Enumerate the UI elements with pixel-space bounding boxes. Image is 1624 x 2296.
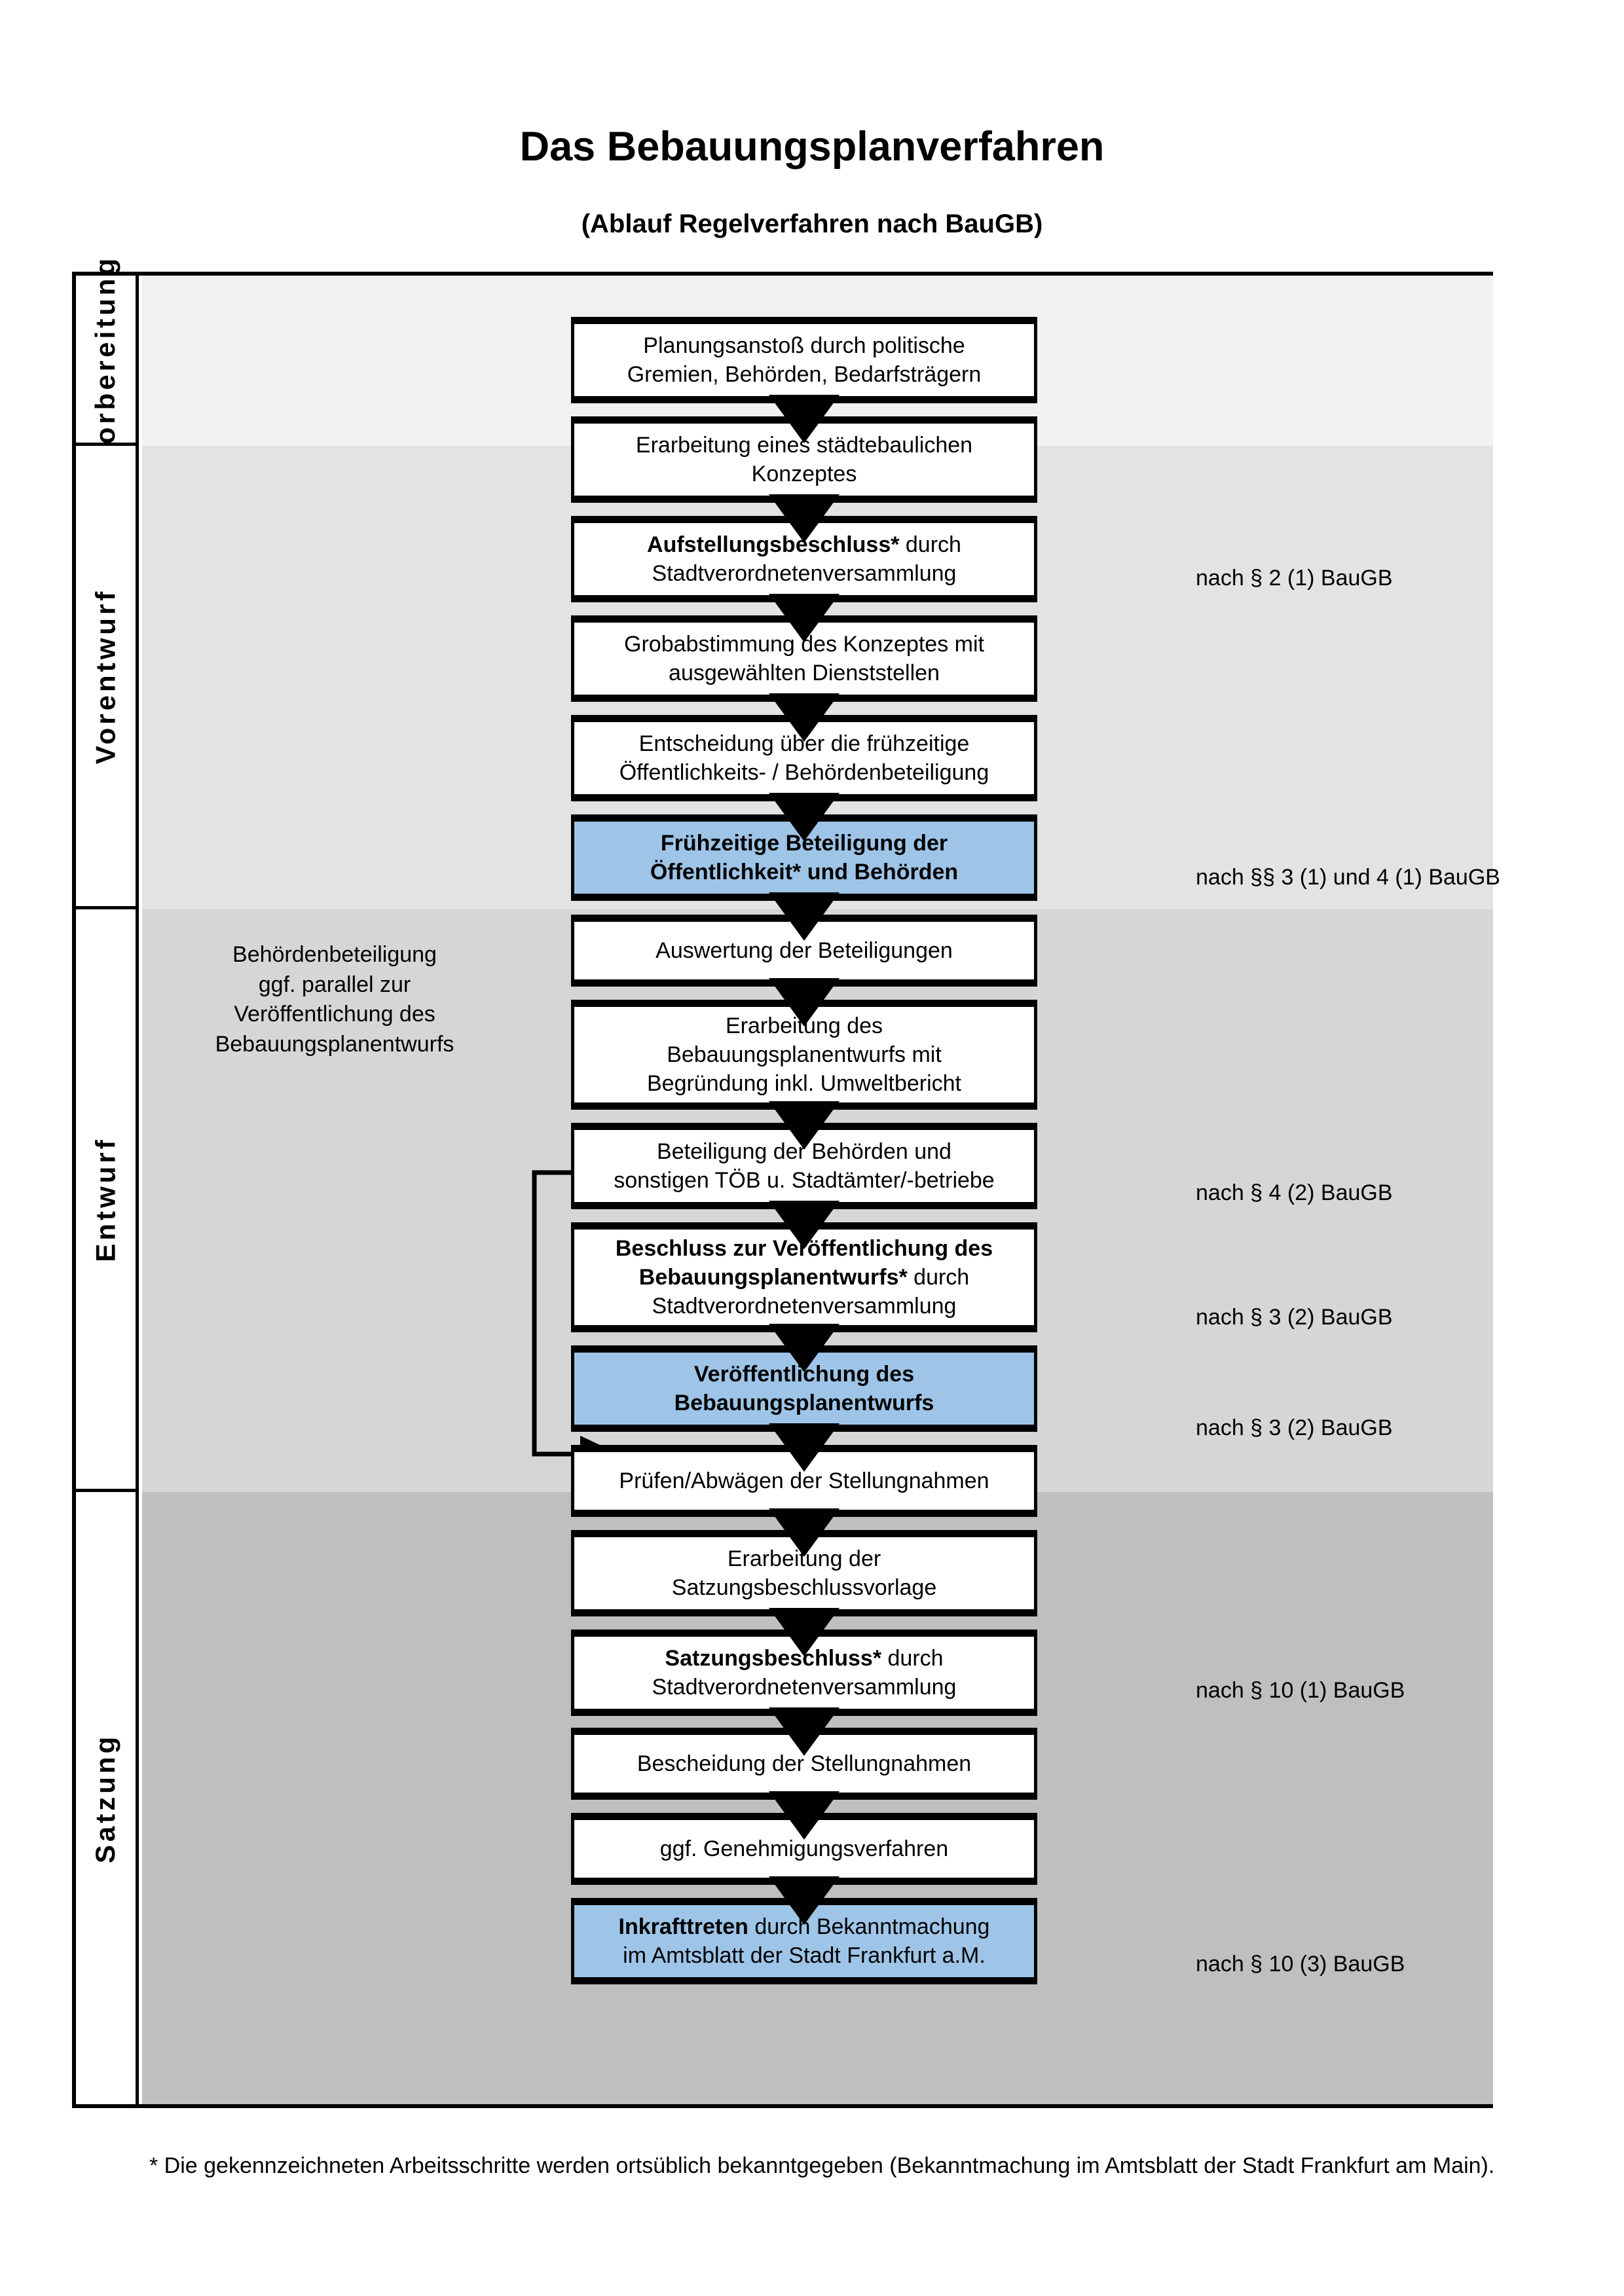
step-text-emphasis: Bebauungsplanentwurfs* — [638, 1264, 908, 1290]
legal-ref-beschluss-veroeffentlichung: nach § 3 (2) BauGB — [1196, 1305, 1393, 1330]
step-text: Konzeptes — [751, 462, 857, 486]
legal-ref-satzungsbeschluss: nach § 10 (1) BauGB — [1196, 1678, 1405, 1703]
step-box-line: Bebauungsplanentwurfs mit — [667, 1040, 942, 1069]
step-text: Prüfen/Abwägen der Stellungnahmen — [619, 1468, 989, 1493]
side-note-line: Veröffentlichung des — [234, 1002, 435, 1027]
flow-arrow — [769, 1101, 840, 1150]
side-note-line: Bebauungsplanentwurfs — [215, 1031, 454, 1057]
step-box-line: ggf. Genehmigungsverfahren — [660, 1834, 948, 1863]
flow-arrow — [769, 1508, 840, 1557]
side-note-line: ggf. parallel zur — [258, 972, 411, 997]
step-text: Auswertung der Beteiligungen — [655, 938, 953, 963]
step-box-line: Aufstellungsbeschluss* durch — [647, 530, 961, 559]
step-text: durch — [899, 532, 961, 557]
step-box-line: Stadtverordnetenversammlung — [652, 1292, 957, 1321]
flow-arrow — [769, 978, 840, 1027]
flow-arrow — [769, 1791, 840, 1840]
phase-label-entwurf: Entwurf — [76, 909, 139, 1492]
flow-arrow — [769, 594, 840, 642]
flow-arrow — [769, 793, 840, 841]
step-box-line: sonstigen TÖB u. Stadtämter/-betriebe — [614, 1166, 994, 1195]
flow-arrow — [769, 1608, 840, 1656]
flow-arrow — [769, 1707, 840, 1756]
step-text: durch — [881, 1645, 944, 1671]
flow-arrow — [769, 1324, 840, 1372]
step-text: Bebauungsplanentwurfs mit — [667, 1042, 942, 1067]
legal-ref-fruehzeitige-beteiligung: nach §§ 3 (1) und 4 (1) BauGB — [1196, 865, 1500, 890]
step-box-line: Auswertung der Beteiligungen — [655, 936, 953, 965]
step-text: Öffentlichkeits- / Behördenbeteiligung — [619, 760, 989, 785]
phase-label-vorbereitung: Vorbereitung — [76, 255, 139, 464]
flow-arrow — [769, 395, 840, 443]
flow-arrow — [769, 494, 840, 543]
step-text: ggf. Genehmigungsverfahren — [659, 1836, 949, 1861]
step-text: ausgewählten Dienststellen — [669, 661, 940, 685]
step-text: Planungsanstoß durch politische — [643, 333, 965, 358]
step-text: Satzungsbeschlussvorlage — [671, 1575, 937, 1600]
step-text: Gremien, Behörden, Bedarfsträgern — [627, 362, 982, 387]
step-text: Stadtverordnetenversammlung — [652, 1675, 957, 1700]
step-box-line: Öffentlichkeits- / Behördenbeteiligung — [619, 758, 989, 787]
step-box-line: Bebauungsplanentwurfs* durch — [639, 1263, 969, 1292]
step-box-line: ausgewählten Dienststellen — [669, 659, 940, 687]
legal-ref-aufstellungsbeschluss: nach § 2 (1) BauGB — [1196, 566, 1393, 591]
step-box-line: Öffentlichkeit* und Behörden — [650, 858, 958, 886]
step-text: sonstigen TÖB u. Stadtämter/-betriebe — [614, 1168, 995, 1193]
phase-label-text: Vorentwurf — [90, 588, 121, 764]
step-box-line: Gremien, Behörden, Bedarfsträgern — [627, 360, 982, 389]
step-box-line: im Amtsblatt der Stadt Frankfurt a.M. — [623, 1941, 986, 1970]
flow-arrow — [769, 693, 840, 742]
step-text-emphasis: Öffentlichkeit* und Behörden — [650, 860, 959, 884]
step-box-line: Konzeptes — [752, 460, 857, 488]
step-text: durch — [907, 1264, 970, 1290]
flow-arrow — [769, 1876, 840, 1925]
step-text: im Amtsblatt der Stadt Frankfurt a.M. — [623, 1943, 986, 1968]
legal-ref-inkrafttreten: nach § 10 (3) BauGB — [1196, 1952, 1405, 1977]
flow-arrow — [769, 1201, 840, 1249]
step-box-line: Stadtverordnetenversammlung — [652, 559, 957, 588]
side-note-line: Behördenbeteiligung — [232, 942, 437, 967]
step-text-emphasis: Bebauungsplanentwurfs — [674, 1391, 934, 1415]
legal-ref-behoerdenbeteiligung: nach § 4 (2) BauGB — [1196, 1180, 1393, 1205]
step-text: Stadtverordnetenversammlung — [652, 1294, 957, 1319]
flow-arrow — [769, 892, 840, 941]
legal-ref-veroeffentlichung: nach § 3 (2) BauGB — [1196, 1415, 1393, 1440]
step-box-line: Planungsanstoß durch politische — [643, 331, 965, 360]
phase-label-satzung: Satzung — [76, 1492, 139, 2104]
step-box-line: Satzungsbeschlussvorlage — [672, 1573, 936, 1602]
step-text-emphasis: Inkrafttreten — [618, 1914, 748, 1939]
diagram-frame: Vorbereitung Vorentwurf Entwurf Satzung … — [72, 255, 1500, 2108]
flow-arrow — [769, 1423, 840, 1472]
step-box-line: Stadtverordnetenversammlung — [652, 1673, 957, 1702]
page-subtitle: (Ablauf Regelverfahren nach BauGB) — [581, 210, 1043, 238]
page-title: Das Bebauungsplanverfahren — [519, 124, 1105, 170]
phase-label-text: Satzung — [90, 1733, 121, 1863]
phase-label-vorentwurf: Vorentwurf — [76, 446, 139, 909]
step-box-line: Begründung inkl. Umweltbericht — [647, 1069, 961, 1098]
step-box-line: Bebauungsplanentwurfs — [674, 1389, 934, 1417]
phase-label-text: Entwurf — [90, 1136, 121, 1262]
step-text: Begründung inkl. Umweltbericht — [646, 1071, 962, 1097]
side-note-behoerdenbeteiligung: Behördenbeteiligung ggf. parallel zur Ve… — [181, 940, 489, 1059]
step-text: Stadtverordnetenversammlung — [652, 561, 957, 586]
phase-label-text: Vorbereitung — [90, 255, 121, 464]
step-box-line: Prüfen/Abwägen der Stellungnahmen — [619, 1467, 989, 1495]
footnote: * Die gekennzeichneten Arbeitsschritte w… — [149, 2153, 1495, 2178]
